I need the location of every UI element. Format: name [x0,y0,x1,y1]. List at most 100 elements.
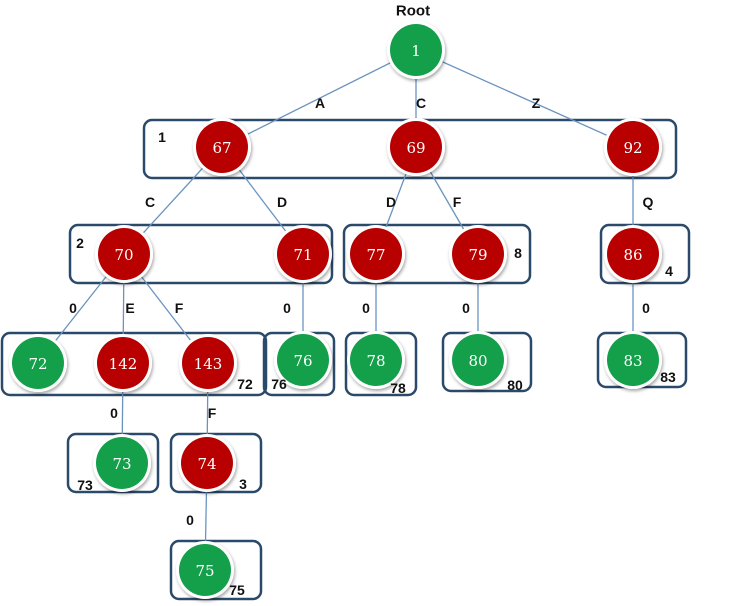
tree-node-143: 143 [179,334,237,392]
edge-label: Z [532,95,541,111]
node-label: 77 [366,246,385,264]
edge-label: 0 [642,300,650,316]
node-circle [12,337,64,389]
edge-label: D [386,194,396,210]
edge-label: C [145,194,155,210]
group-label: 8 [514,245,522,261]
node-circle [350,334,402,386]
node-label: 72 [28,355,47,373]
node-label: 69 [406,139,425,157]
edge-label: Q [643,194,654,210]
tree-node-67: 67 [193,118,251,176]
edge-label: 0 [186,512,194,528]
group-label: 72 [237,376,253,392]
edge-label: 0 [69,300,77,316]
group-label: 1 [158,129,166,145]
node-label: 92 [623,139,642,157]
group-box-8 [342,223,532,285]
tree-node-83: 83 [604,331,662,389]
group-label: 83 [660,369,676,385]
node-circle [607,121,659,173]
node-circle [390,121,442,173]
tree-node-73: 73 [93,434,151,492]
tree-node-76: 76 [274,331,332,389]
tree-node-70: 70 [95,225,153,283]
node-circle [98,228,150,280]
edge-label: F [453,194,462,210]
edge-label: 0 [283,300,291,316]
tree-node-79: 79 [449,225,507,283]
edge-label: 0 [462,300,470,316]
edge-label: 0 [110,405,118,421]
node-label: 80 [468,352,487,370]
node-label: 67 [212,139,231,157]
node-circle [196,121,248,173]
tree-node-72: 72 [9,334,67,392]
node-label: 75 [195,562,214,580]
tree-node-75: 75 [176,541,234,599]
node-circle [181,437,233,489]
node-circle [277,228,329,280]
node-label: 1 [411,42,421,60]
root-label: Root [396,3,430,20]
node-circle [607,228,659,280]
edge-label: F [175,300,184,316]
group-box-72 [0,331,268,397]
node-label: 142 [109,355,138,373]
edge-label: E [125,300,134,316]
node-circle [607,334,659,386]
node-circle [96,437,148,489]
node-circle [390,24,442,76]
tree-node-142: 142 [94,334,152,392]
node-label: 143 [194,355,223,373]
tree-node-1: 1 [387,21,445,79]
group-label: 76 [271,376,287,392]
group-label: 73 [77,477,93,493]
tree-node-69: 69 [387,118,445,176]
node-label: 71 [293,246,312,264]
group-label: 80 [507,377,523,393]
tree-node-74: 74 [178,434,236,492]
group-box-4 [599,223,691,285]
group-label: 4 [665,263,673,279]
node-circle [179,544,231,596]
group-box-3 [169,432,263,494]
node-circle [350,228,402,280]
node-label: 83 [623,352,642,370]
edge-label: A [315,95,325,111]
node-label: 76 [293,352,312,370]
node-circle [452,228,504,280]
tree-node-86: 86 [604,225,662,283]
edge-label: F [208,405,217,421]
group-label: 3 [239,476,247,492]
edge-label: C [416,95,426,111]
tree-node-78: 78 [347,331,405,389]
node-label: 70 [114,246,133,264]
node-circle [277,334,329,386]
group-label: 2 [76,235,84,251]
tree-node-77: 77 [347,225,405,283]
node-label: 79 [468,246,487,264]
node-circle [452,334,504,386]
group-box-73 [66,432,160,494]
node-circle [182,337,234,389]
edge-1-92 [415,49,634,148]
tree-node-92: 92 [604,118,662,176]
group-label: 78 [390,380,406,396]
node-label: 78 [366,352,385,370]
edge-label: 0 [362,300,370,316]
node-label: 74 [197,455,216,473]
group-box-75 [169,539,263,601]
node-circle [97,337,149,389]
tree-node-71: 71 [274,225,332,283]
edge-1-67 [221,49,417,148]
edge-label: D [277,194,287,210]
tree-node-80: 80 [449,331,507,389]
group-label: 75 [229,582,245,598]
node-label: 73 [112,455,131,473]
node-label: 86 [623,246,642,264]
